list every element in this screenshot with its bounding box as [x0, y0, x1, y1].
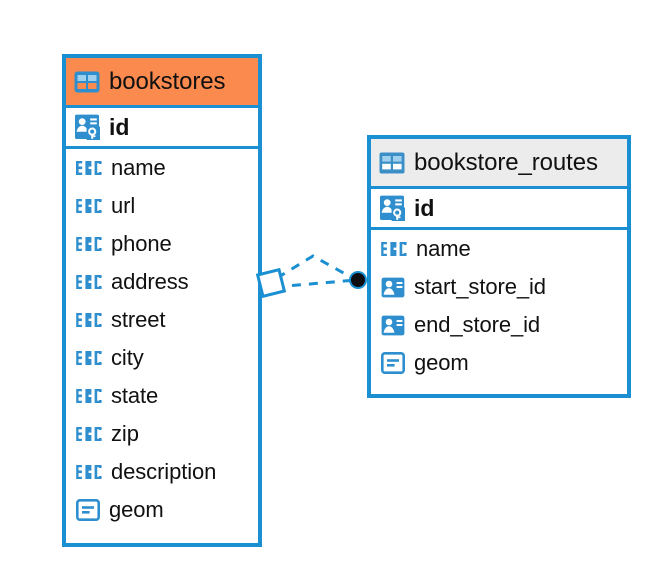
entity-bookstores[interactable]: bookstores id [62, 54, 262, 547]
entity-header-bookstore-routes[interactable]: bookstore_routes [371, 139, 627, 186]
column-name: city [111, 345, 144, 370]
column-name: geom [109, 497, 164, 522]
column-row-address[interactable]: address [66, 263, 258, 301]
geometry-icon [380, 351, 405, 374]
primary-key-icon [74, 114, 100, 140]
abc-text-icon [76, 275, 102, 289]
column-row-name[interactable]: name [371, 230, 627, 268]
relationship-line-upper [276, 254, 357, 282]
primary-key-icon [379, 195, 405, 221]
column-name: name [416, 236, 471, 261]
column-row-city[interactable]: city [66, 339, 258, 377]
abc-text-icon [76, 313, 102, 327]
abc-text-icon [381, 242, 407, 256]
abc-text-icon [76, 351, 102, 365]
column-name: end_store_id [414, 312, 541, 337]
column-name: description [111, 459, 217, 484]
column-name: id [109, 113, 130, 140]
abc-text-icon [76, 199, 102, 213]
foreign-key-icon [381, 315, 405, 336]
column-name: geom [414, 350, 469, 375]
column-name: id [414, 194, 435, 221]
column-row-state[interactable]: state [66, 377, 258, 415]
abc-text-icon [76, 465, 102, 479]
abc-text-icon [76, 389, 102, 403]
entity-title: bookstore_routes [414, 148, 598, 176]
column-row-name[interactable]: name [66, 149, 258, 187]
column-row-geom[interactable]: geom [66, 491, 258, 529]
column-name: phone [111, 231, 172, 256]
entity-bookstore-routes[interactable]: bookstore_routes id [367, 135, 631, 398]
column-name: zip [111, 421, 139, 446]
column-row-start-store-id[interactable]: start_store_id [371, 268, 627, 306]
filled-circle-marker [349, 271, 367, 289]
column-row-geom[interactable]: geom [371, 344, 627, 382]
table-icon [379, 152, 405, 174]
column-name: name [111, 155, 166, 180]
column-row-description[interactable]: description [66, 453, 258, 491]
column-name: state [111, 383, 159, 408]
abc-text-icon [76, 161, 102, 175]
column-row-id[interactable]: id [371, 186, 627, 230]
abc-text-icon [76, 237, 102, 251]
column-row-zip[interactable]: zip [66, 415, 258, 453]
column-name: street [111, 307, 166, 332]
column-row-id[interactable]: id [66, 105, 258, 149]
foreign-key-icon [381, 277, 405, 298]
column-row-phone[interactable]: phone [66, 225, 258, 263]
abc-text-icon [76, 427, 102, 441]
entity-header-bookstores[interactable]: bookstores [66, 58, 258, 105]
relationship-connector[interactable] [255, 238, 380, 320]
entity-title: bookstores [109, 67, 226, 95]
column-name: start_store_id [414, 274, 546, 299]
column-row-end-store-id[interactable]: end_store_id [371, 306, 627, 344]
column-name: address [111, 269, 189, 294]
table-icon [74, 71, 100, 93]
geometry-icon [75, 498, 100, 521]
column-name: url [111, 193, 136, 218]
column-row-street[interactable]: street [66, 301, 258, 339]
column-row-url[interactable]: url [66, 187, 258, 225]
relationship-line-lower [274, 278, 357, 289]
